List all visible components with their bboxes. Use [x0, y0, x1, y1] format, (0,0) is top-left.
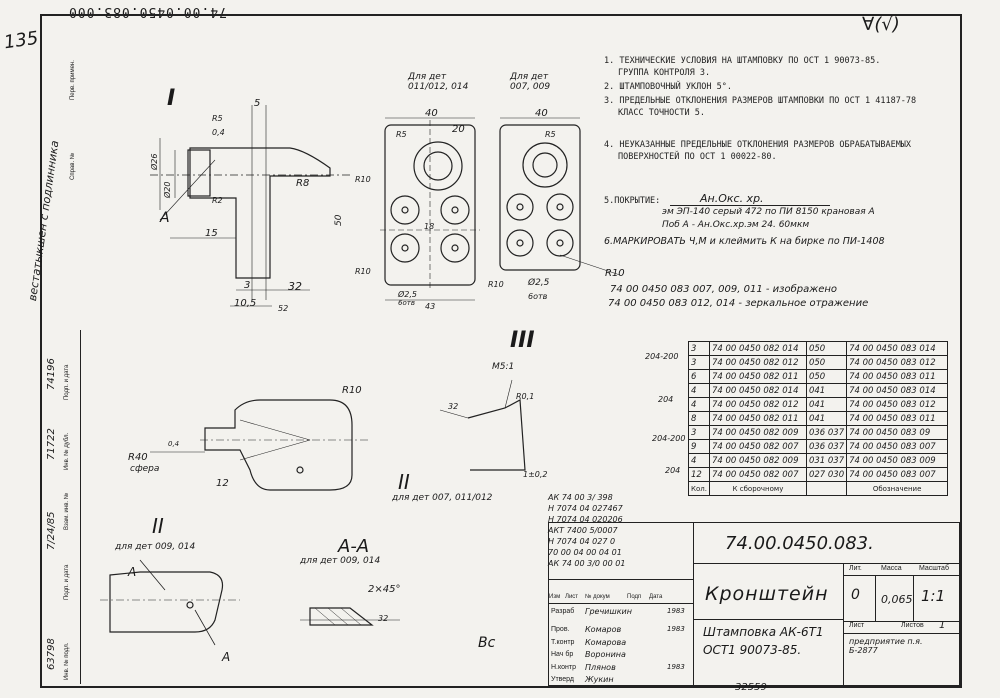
part-name: Кронштейн [705, 583, 829, 605]
spec-group-4: 204 [665, 466, 681, 475]
view-2b-for: для дет 009, 014 [115, 542, 196, 552]
dim-r10-a: R10 [355, 175, 371, 184]
note-6: 6.МАРКИРОВАТЬ Ч,М и клеймить К на бирке … [604, 236, 885, 247]
spec-group-2: 204 [658, 395, 674, 404]
spec-group-3: 204-200 [652, 434, 686, 443]
note-3: 3. ПРЕДЕЛЬНЫЕ ОТКЛОНЕНИЯ РАЗМЕРОВ ШТАМПО… [604, 96, 917, 106]
bottom-code: 32559 [735, 682, 767, 693]
note-5-value: Ан.Окс. хр. [700, 192, 764, 205]
left-strip: 63798 7/24/85 71722 74196 Инв. № подл. П… [40, 330, 81, 684]
top-right-for: Для дет 007, 009 [510, 72, 551, 92]
dim-phi25-a: Ø2,5 [398, 290, 418, 299]
note-5-label: 5.ПОКРЫТИЕ: [604, 196, 661, 206]
dim-04-v2: 0,4 [168, 440, 180, 448]
dim-otv-b: 6отв [528, 292, 548, 301]
dim-phi26: Ø26 [150, 153, 159, 170]
dim-12: 12 [216, 478, 229, 489]
section-label: А-А [338, 536, 370, 557]
dim-10-5: 10,5 [234, 298, 257, 309]
note-5-line3: Поб А - Ан.Окс.хр.эм 24. 60мкм [662, 220, 810, 230]
dim-r10-d: R10 [605, 268, 625, 279]
stamp: предприятие п.я. Б-2877 [849, 637, 923, 655]
change-notes: АК 74 00 3/ 398 Н 7074 04 027467 Н 7074 … [548, 493, 626, 568]
note-1b: ГРУППА КОНТРОЛЯ 3. [618, 68, 711, 78]
dim-15: 15 [205, 228, 218, 239]
dim-40-right: 40 [535, 108, 548, 119]
dim-chamfer: 2×45° [368, 584, 401, 595]
dim-r10-b: R10 [355, 267, 371, 276]
dim-52: 52 [278, 304, 289, 313]
dim-r01: R0,1 [516, 392, 535, 401]
note-2: 2. ШТАМПОВОЧНЫЙ УКЛОН 5°. [604, 82, 732, 92]
material-line-1: Штамповка АК-6Т1 [703, 625, 824, 639]
view-2-label: II [398, 470, 410, 494]
drawing-frame [40, 14, 962, 688]
roughness-symbol: ∀(√) [862, 14, 900, 35]
title-block: Изм Лист № докум Подп Дата Разраб Гречиш… [548, 522, 960, 686]
dim-sphere: сфера [130, 464, 160, 474]
dim-18: 18 [424, 222, 435, 231]
section-a-mark-2: А [222, 650, 231, 664]
dim-r40: R40 [128, 452, 148, 463]
detail-3-label: III [510, 328, 535, 353]
note-5-line2: эм ЭП-140 серый 472 по ПИ 8150 крановая … [662, 207, 875, 217]
bottom-mark: Вс [478, 635, 496, 651]
dim-32-detail: 32 [448, 402, 459, 411]
note-1: 1. ТЕХНИЧЕСКИЕ УСЛОВИЯ НА ШТАМПОВКУ ПО О… [604, 56, 881, 66]
detail-3-scale: М5:1 [492, 362, 515, 372]
dim-r5-top: R5 [396, 130, 407, 139]
scale-value: 1:1 [921, 587, 946, 605]
dim-r10-c: R10 [488, 280, 504, 289]
note-4b: ПОВЕРХНОСТЕЙ ПО ОСТ 1 00022-80. [618, 152, 777, 162]
dim-20: 20 [452, 124, 465, 135]
dim-1: 1±0,2 [523, 470, 548, 479]
dim-40-left: 40 [425, 108, 438, 119]
note-3b: КЛАСС ТОЧНОСТИ 5. [618, 108, 705, 118]
variant-line-2: 74 00 0450 083 012, 014 - зеркальное отр… [608, 298, 869, 309]
dim-phi25-b: Ø2,5 [528, 278, 550, 288]
dim-5: 5 [254, 98, 261, 109]
dim-43: 43 [425, 302, 436, 311]
view-a-mark: А [160, 210, 170, 226]
dim-r5-top-right: R5 [545, 130, 556, 139]
section-a-mark-1: А [128, 565, 137, 579]
view-2b-label: II [152, 514, 164, 538]
designation: 74.00.0450.083. [725, 533, 874, 554]
material-line-2: ОСТ1 90073-85. [703, 643, 802, 657]
dim-otv-a: 6отв [398, 299, 415, 307]
dim-3: 3 [244, 280, 251, 291]
section-for: для дет 009, 014 [300, 556, 381, 566]
variant-line-1: 74 00 0450 083 007, 009, 011 - изображен… [610, 284, 838, 295]
dim-32: 32 [288, 280, 302, 293]
mass-value: 0,065 [881, 593, 913, 606]
note-4: 4. НЕУКАЗАННЫЕ ПРЕДЕЛЬНЫЕ ОТКЛОНЕНИЯ РАЗ… [604, 140, 912, 150]
top-left-for: Для дет 011/012, 014 [408, 72, 469, 92]
dim-phi20: Ø20 [163, 181, 172, 198]
dim-04: 0,4 [212, 128, 225, 137]
view-2-for: для дет 007, 011/012 [392, 493, 493, 503]
view-1-label: I [167, 86, 176, 111]
dim-r5: R5 [212, 114, 223, 123]
dim-r10-v2: R10 [342, 385, 362, 396]
dim-r2: R2 [212, 196, 223, 205]
dim-r8: R8 [296, 178, 310, 189]
dim-50: 50 [334, 214, 344, 226]
dim-32-section: 32 [378, 614, 389, 623]
spec-group-1: 204-200 [645, 352, 679, 361]
